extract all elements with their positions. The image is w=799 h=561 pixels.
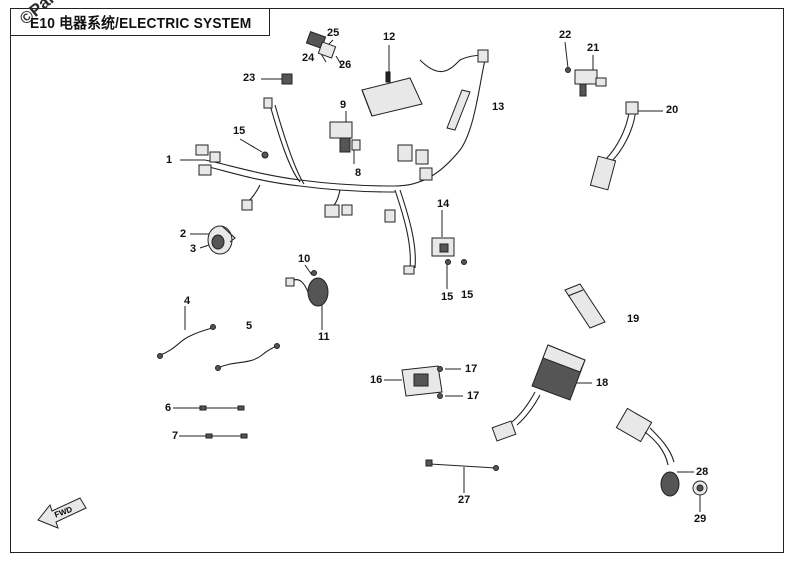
part-28-sensor [615,407,708,497]
page-title: E10 电器系统/ELECTRIC SYSTEM [30,15,252,32]
callout-3: 3 [190,243,197,255]
part-21-switch [565,67,607,97]
callout-26: 26 [339,59,352,71]
part-20-plug-cap [589,101,639,191]
part-27-cable [425,459,499,471]
part-15-bolt [261,151,269,159]
callout-24: 24 [302,52,315,64]
callout-23: 23 [243,72,256,84]
callout-15b: 15 [441,291,454,303]
callout-1: 1 [166,154,173,166]
part-4-cable [157,324,216,359]
callout-20: 20 [666,104,679,116]
callout-7: 7 [172,430,179,442]
callout-17b: 17 [467,390,480,402]
callout-18: 18 [596,377,609,389]
part-12-module [361,71,423,117]
callout-13: 13 [492,101,505,113]
fwd-arrow-icon: FWD [37,497,87,529]
callout-9: 9 [340,99,347,111]
callout-16: 16 [370,374,383,386]
callout-28: 28 [696,466,709,478]
callout-4: 4 [184,295,191,307]
title-box [10,8,270,36]
callout-11: 11 [318,331,330,343]
callout-22: 22 [559,29,572,41]
callout-14: 14 [437,198,450,210]
part-16-module [401,365,443,399]
callout-25: 25 [327,27,340,39]
part-14-sensor [431,237,467,265]
leader-lines [173,39,701,512]
callout-10: 10 [298,253,311,265]
part-13-strap [446,89,471,131]
part-25-connector [305,30,337,59]
callout-6: 6 [165,402,172,414]
callout-27: 27 [458,494,471,506]
callout-19: 19 [627,313,640,325]
part-7-cable [205,433,248,439]
callout-2: 2 [180,228,187,240]
part-11-coil [285,270,329,307]
callout-15c: 15 [461,289,474,301]
part-6-cable [199,405,245,411]
part-1-wiring-harness [195,49,489,275]
callout-12: 12 [383,31,396,43]
part-18-regulator [491,344,586,442]
diagram-frame [10,8,784,553]
part-19-label [564,283,606,329]
callout-21: 21 [587,42,600,54]
part-5-cable [215,343,280,371]
part-9-relay-block [329,121,361,153]
callout-17a: 17 [465,363,478,375]
callout-15a: 15 [233,125,246,137]
callout-8: 8 [355,167,362,179]
part-3-horn [207,225,236,255]
callout-5: 5 [246,320,253,332]
part-23-clip [281,73,293,85]
callout-29: 29 [694,513,707,525]
